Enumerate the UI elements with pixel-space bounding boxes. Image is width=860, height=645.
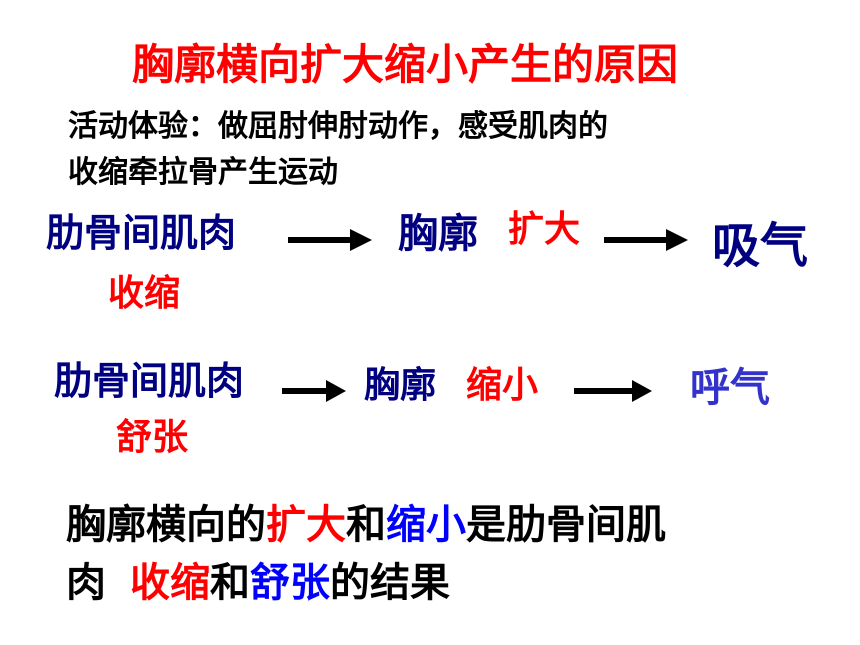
summary-text: 胸廓横向的 — [66, 502, 266, 548]
exhale-chest-change: 缩小 — [466, 365, 539, 406]
exhale-chest-label: 胸廓 — [364, 365, 437, 406]
summary-text: 的结果 — [330, 560, 450, 606]
intro-line-2: 收缩牵拉骨产生运动 — [68, 155, 338, 190]
right-arrow-icon — [282, 380, 346, 402]
intro-line-1: 活动体验：做屈肘伸肘动作，感受肌肉的 — [68, 109, 608, 144]
summary-line-2: 肉收缩和舒张的结果 — [66, 563, 450, 603]
inhale-muscle-label: 肋骨间肌肉 — [46, 211, 237, 255]
summary-text: 和 — [210, 560, 250, 606]
summary-contract: 收缩 — [130, 560, 210, 606]
right-arrow-icon — [574, 380, 652, 402]
exhale-muscle-label: 肋骨间肌肉 — [54, 359, 245, 403]
inhale-muscle-action: 收缩 — [108, 273, 181, 314]
slide-title: 胸廓横向扩大缩小产生的原因 — [132, 40, 679, 89]
summary-text: 和 — [346, 502, 386, 548]
inhale-chest-label: 胸廓 — [398, 211, 478, 257]
exhale-result: 呼气 — [690, 365, 770, 411]
inhale-chest-change: 扩大 — [508, 209, 581, 250]
summary-shrink: 缩小 — [386, 502, 466, 548]
inhale-result: 吸气 — [712, 218, 809, 274]
summary-line-1: 胸廓横向的扩大和缩小是肋骨间肌 — [66, 505, 666, 545]
right-arrow-icon — [288, 229, 372, 251]
summary-text: 是肋骨间肌 — [466, 502, 666, 548]
right-arrow-icon — [604, 229, 688, 251]
summary-text: 肉 — [66, 560, 106, 606]
summary-expand: 扩大 — [266, 502, 346, 548]
summary-relax: 舒张 — [250, 560, 330, 606]
exhale-muscle-action: 舒张 — [116, 417, 189, 458]
